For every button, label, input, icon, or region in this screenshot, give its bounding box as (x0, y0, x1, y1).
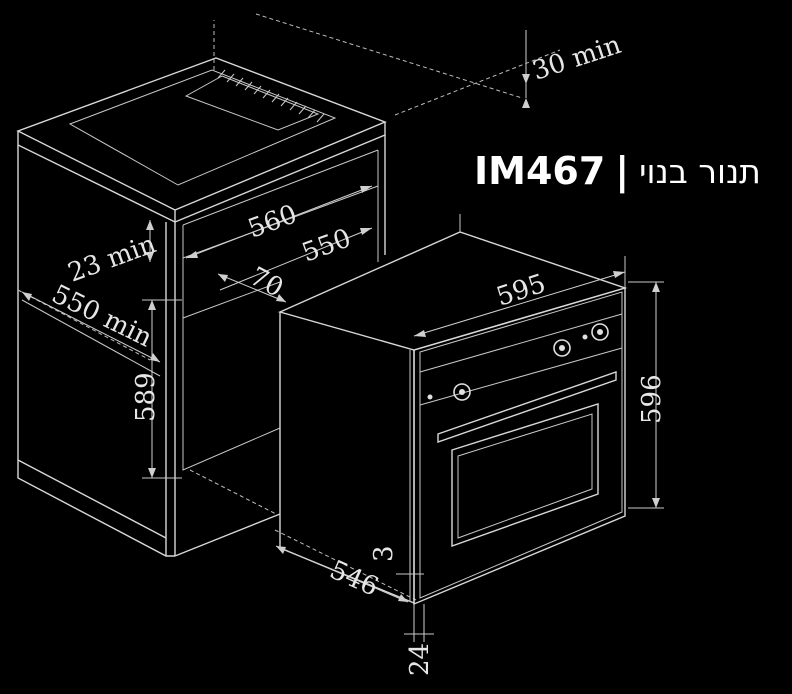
dim-cutout-height: 589 (131, 372, 161, 422)
dim-panel-offset: 3 (369, 545, 399, 562)
product-title: IM467 | תנור בנוי (474, 146, 774, 196)
dim-oven-height: 596 (637, 374, 667, 424)
cabinet-outline (16, 57, 387, 557)
title-separator: | (615, 149, 630, 193)
dimension-lines (21, 30, 664, 642)
indicator-light-icon (582, 334, 588, 340)
oven-knob-icon (453, 383, 471, 401)
dim-oven-width: 595 (493, 269, 549, 313)
product-name: תנור בנוי (639, 151, 761, 191)
dim-cabinet-inner-width: 560 (244, 199, 301, 244)
dim-panel-thickness: 24 (405, 643, 435, 676)
dim-depth-min: 550 min (47, 279, 157, 353)
indicator-light-icon (427, 394, 433, 400)
dim-cutout-width: 550 (298, 223, 355, 268)
dim-side-clearance: 23 min (64, 229, 160, 288)
oven-knob-icon (591, 323, 609, 341)
dim-top-clearance: 30 min (529, 30, 625, 87)
model-number: IM467 (474, 149, 606, 193)
oven-knob-icon (553, 339, 571, 357)
